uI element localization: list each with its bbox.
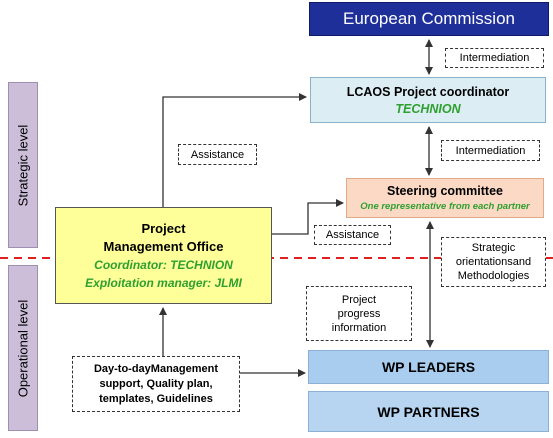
strategic-level-label: Strategic level (15, 124, 31, 206)
strategic-level-band: Strategic level (8, 82, 38, 248)
steering-committee-box: Steering committee One representative fr… (346, 178, 544, 218)
pmo-line2: Management Office (103, 238, 224, 254)
steering-title: Steering committee (386, 184, 503, 198)
operational-level-band: Operational level (8, 265, 38, 431)
arrow-pmo-steering (272, 199, 344, 235)
wp-partners-box: WP PARTNERS (308, 391, 549, 432)
operational-level-label: Operational level (15, 299, 31, 397)
project-management-office-box: Project Management Office Coordinator: T… (55, 207, 272, 304)
strategic-orientations-line2: orientationsand (455, 256, 532, 268)
wp-leaders-box: WP LEADERS (308, 350, 549, 384)
day-to-day-line1: Day-to-dayManagement (93, 362, 219, 375)
assistance-left-label: Assistance (178, 144, 257, 165)
arrow-pmo-coordinator (162, 93, 307, 207)
european-commission-box: European Commission (309, 2, 549, 36)
strategic-orientations-line1: Strategic (471, 242, 516, 254)
project-progress-line2: progress (337, 307, 381, 320)
pmo-line1: Project (141, 220, 186, 236)
project-progress-line1: Project (341, 293, 377, 306)
day-to-day-line2: support, Quality plan, (99, 377, 213, 390)
coordinator-title: LCAOS Project coordinator (346, 84, 510, 99)
project-coordinator-box: LCAOS Project coordinator TECHNION (310, 77, 546, 123)
strategic-orientations-label: Strategic orientationsand Methodologies (441, 237, 546, 287)
intermediation-top-label: Intermediation (445, 48, 544, 68)
strategic-orientations-line3: Methodologies (457, 270, 530, 282)
coordinator-subtitle: TECHNION (395, 101, 461, 116)
intermediation-mid-label: Intermediation (441, 140, 540, 161)
assistance-right-label: Assistance (314, 225, 391, 245)
project-progress-line3: information (331, 321, 387, 334)
steering-subtitle: One representative from each partner (360, 201, 530, 212)
project-progress-label: Project progress information (306, 286, 412, 341)
day-to-day-support-label: Day-to-dayManagement support, Quality pl… (72, 356, 240, 412)
day-to-day-line3: templates, Guidelines (99, 392, 213, 405)
pmo-coordinator: Coordinator: TECHNION (94, 257, 233, 272)
pmo-exploitation-manager: Exploitation manager: JLMI (85, 275, 242, 290)
